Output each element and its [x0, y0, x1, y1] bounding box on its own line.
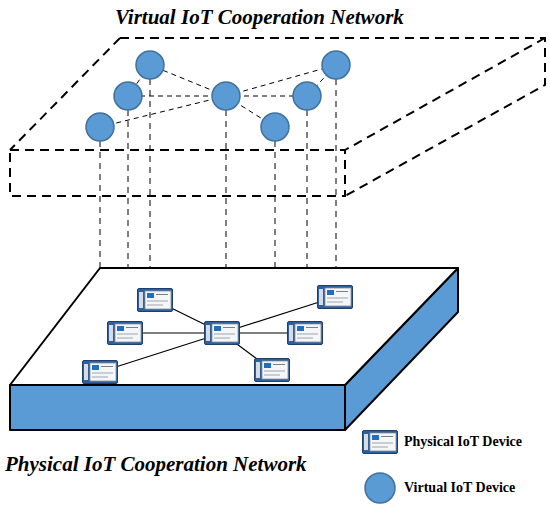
physical-layer-slab: [10, 268, 458, 430]
physical-device: [83, 361, 118, 384]
virtual-box-back: [120, 38, 545, 196]
legend-device-sample: [363, 431, 398, 454]
virtual-layer-box: [10, 38, 545, 196]
mapping-line: [150, 79, 151, 288]
slab-top: [10, 268, 458, 385]
mapping-line: [336, 79, 337, 285]
virtual-box-front: [10, 150, 345, 196]
virtual-device: [322, 51, 350, 79]
virtual-device: [293, 82, 321, 110]
physical-device: [318, 286, 353, 309]
layer-title: Physical IoT Cooperation Network: [5, 452, 307, 476]
virtual-device: [261, 113, 289, 141]
legend-label: Physical IoT Device: [404, 433, 522, 451]
virtual-device: [136, 51, 164, 79]
legend-samples: [363, 431, 398, 504]
virtual-device: [86, 113, 114, 141]
virtual-devices: [86, 51, 350, 141]
physical-device: [108, 322, 143, 345]
physical-device: [288, 322, 323, 345]
physical-device: [138, 289, 173, 312]
virtual-box-left: [10, 38, 120, 150]
physical-links: [100, 297, 335, 372]
virtual-device: [212, 82, 240, 110]
virtual-box-edge: [345, 38, 545, 150]
physical-devices: [83, 286, 353, 384]
physical-device: [205, 322, 240, 345]
physical-device: [255, 359, 290, 382]
layer-title: Virtual IoT Cooperation Network: [115, 5, 404, 29]
virtual-links: [100, 65, 336, 127]
virtual-device: [114, 82, 142, 110]
legend-label: Virtual IoT Device: [404, 479, 515, 497]
slab-front: [10, 385, 345, 430]
legend-circle-sample: [365, 473, 395, 503]
